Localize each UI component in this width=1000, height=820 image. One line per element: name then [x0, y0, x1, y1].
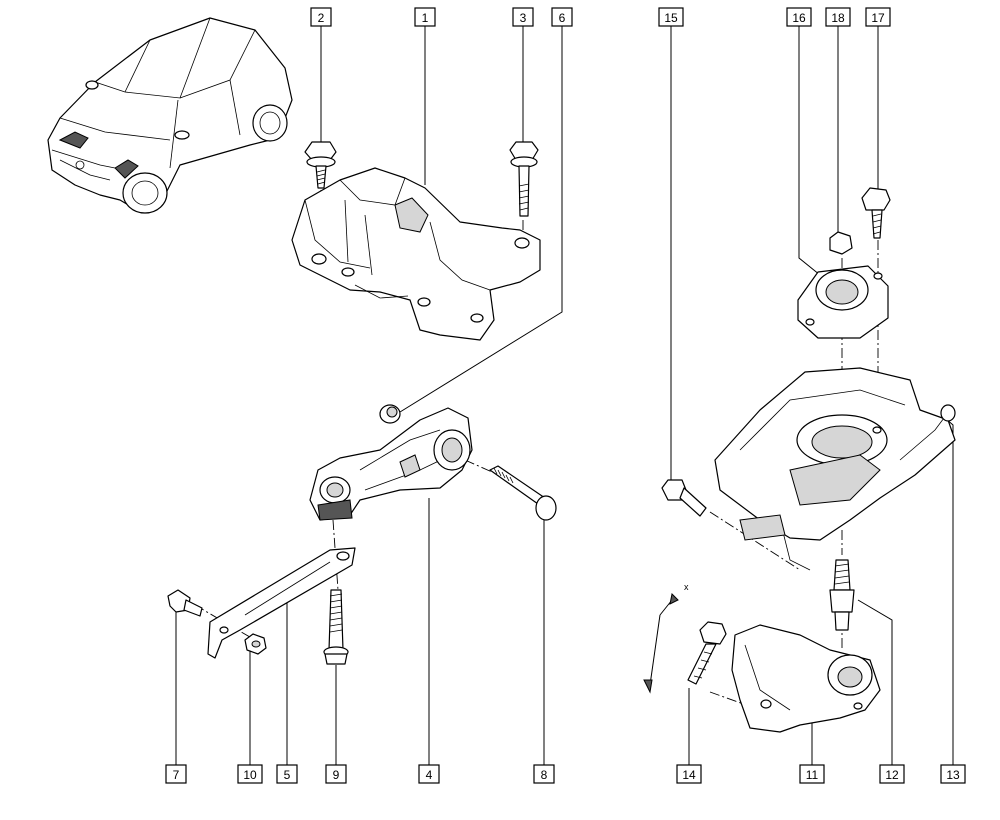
- svg-text:18: 18: [831, 11, 845, 25]
- bolt-15: [661, 479, 707, 517]
- bolt-7: [167, 589, 203, 617]
- svg-text:13: 13: [946, 768, 960, 782]
- engine-mount-bracket: [291, 167, 541, 341]
- axis-marker: x: [643, 582, 689, 694]
- nut-10: [244, 633, 267, 655]
- stud-12: [829, 559, 855, 631]
- callouts: 2 1 3 6 15 16 18 17: [165, 7, 966, 784]
- svg-text:6: 6: [559, 11, 566, 25]
- svg-text:2: 2: [318, 11, 325, 25]
- callout-5: 5: [276, 764, 298, 784]
- svg-text:12: 12: [885, 768, 899, 782]
- callout-2: 2: [310, 7, 332, 27]
- svg-text:4: 4: [426, 768, 433, 782]
- bolt-17: [861, 187, 891, 239]
- svg-text:5: 5: [284, 768, 291, 782]
- bracket-5: [207, 547, 356, 659]
- car-illustration: [47, 17, 293, 214]
- bolt-9: [323, 589, 349, 665]
- svg-text:3: 3: [520, 11, 527, 25]
- bolt-3: [509, 141, 539, 217]
- callout-3: 3: [512, 7, 534, 27]
- round-mount-16: [797, 265, 889, 339]
- callout-13: 13: [940, 764, 966, 784]
- bushing-6: [379, 404, 401, 424]
- svg-text:1: 1: [422, 11, 429, 25]
- svg-text:8: 8: [541, 768, 548, 782]
- callout-17: 17: [865, 7, 891, 27]
- callout-1: 1: [414, 7, 436, 27]
- callout-10: 10: [237, 764, 263, 784]
- bolt-8: [489, 465, 557, 521]
- callout-8: 8: [533, 764, 555, 784]
- callout-11: 11: [799, 764, 825, 784]
- callout-7: 7: [165, 764, 187, 784]
- callout-6: 6: [551, 7, 573, 27]
- svg-text:10: 10: [243, 768, 257, 782]
- callout-9: 9: [325, 764, 347, 784]
- svg-text:14: 14: [682, 768, 696, 782]
- callout-4: 4: [418, 764, 440, 784]
- torque-rod: [309, 407, 473, 521]
- callout-12: 12: [879, 764, 905, 784]
- callout-16: 16: [786, 7, 812, 27]
- battery-tray: [714, 367, 956, 571]
- axis-label-x: x: [684, 582, 689, 592]
- bolt-2: [304, 141, 337, 189]
- nut-18: [829, 231, 853, 255]
- svg-text:15: 15: [664, 11, 678, 25]
- bolt-14: [687, 621, 727, 685]
- svg-text:17: 17: [871, 11, 885, 25]
- lower-bracket-11: [731, 624, 881, 733]
- svg-text:16: 16: [792, 11, 806, 25]
- svg-text:11: 11: [806, 768, 819, 782]
- callout-18: 18: [825, 7, 851, 27]
- callout-14: 14: [676, 764, 702, 784]
- callout-15: 15: [658, 7, 684, 27]
- svg-text:7: 7: [173, 768, 180, 782]
- svg-text:9: 9: [333, 768, 340, 782]
